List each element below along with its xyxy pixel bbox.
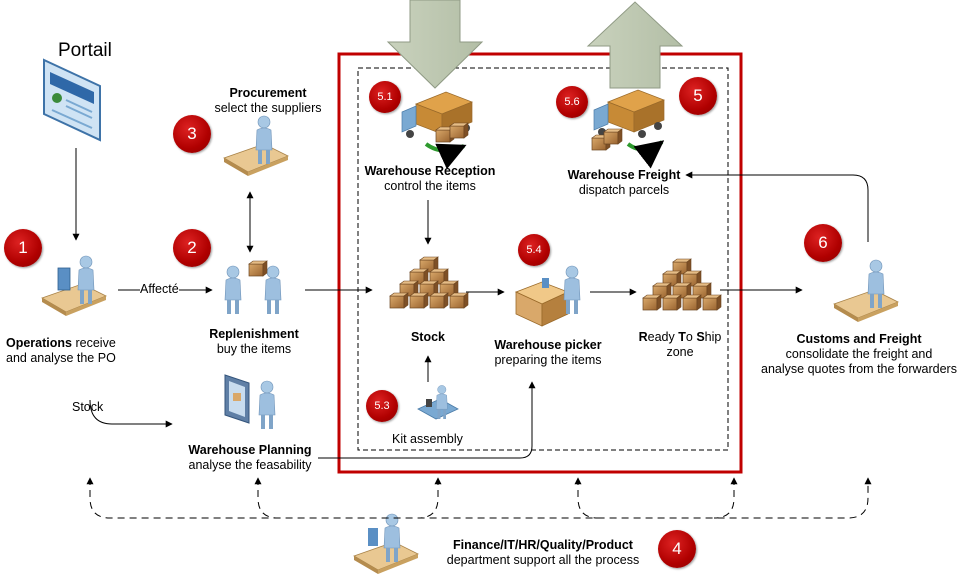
warehouse-picker-icon [514, 265, 581, 327]
customs-desc-2: analyse quotes from the forwarders [761, 362, 957, 376]
step-badge-4: 4 [658, 530, 696, 568]
inbound-arrow [386, 0, 484, 89]
ready-eady: eady [647, 330, 679, 344]
support-feedback-loop [86, 477, 872, 519]
edge-operations-planning [89, 399, 173, 428]
edge-planning-picker [318, 381, 536, 459]
procurement-label: Procurement select the suppliers [198, 86, 338, 116]
replenishment-people-icon [224, 260, 282, 315]
ready-to-ship-boxes-icon [643, 259, 721, 310]
portal-screen-icon [43, 58, 101, 142]
ready-t: T [678, 330, 686, 344]
support-desc: department support all the process [446, 553, 640, 567]
step-badge-5-3: 5.3 [366, 390, 398, 422]
warehouse-planning-label: Warehouse Planning analyse the feasabili… [170, 443, 330, 473]
stock-edge-label: Stock [72, 400, 104, 414]
kit-assembly-icon [417, 385, 459, 420]
warehouse-planning-title: Warehouse Planning [188, 443, 312, 457]
step-badge-5-4: 5.4 [518, 234, 550, 266]
warehouse-reception-label: Warehouse Reception control the items [352, 164, 508, 194]
step-badge-2: 2 [173, 229, 211, 267]
warehouse-freight-desc: dispatch parcels [578, 183, 670, 197]
step-badge-6: 6 [804, 224, 842, 262]
operations-workstation-icon [41, 255, 107, 317]
step-badge-5-1: 5.1 [369, 81, 401, 113]
stock-boxes-icon [390, 257, 468, 308]
replenishment-title: Replenishment [209, 327, 299, 341]
customs-desc-1: consolidate the freight and [785, 347, 933, 361]
outbound-arrow [586, 1, 684, 89]
procurement-workstation-icon [223, 115, 289, 177]
warehouse-boundary [337, 52, 743, 474]
warehouse-picker-desc: preparing the items [494, 353, 602, 367]
ready-r: R [638, 330, 648, 344]
ready-hip: hip [704, 330, 722, 344]
warehouse-picker-label: Warehouse picker preparing the items [478, 338, 618, 368]
freight-truck-icon [591, 89, 665, 169]
ready-to-ship-desc: zone [666, 345, 694, 359]
stock-label: Stock [398, 330, 458, 345]
procurement-desc: select the suppliers [214, 101, 322, 115]
reception-truck-icon [401, 91, 473, 170]
kit-assembly-label: Kit assembly [392, 432, 463, 446]
operations-title: Operations [6, 336, 72, 350]
warehouse-planning-desc: analyse the feasability [188, 458, 312, 472]
step-badge-5: 5 [679, 77, 717, 115]
warehouse-planning-icon [224, 374, 276, 430]
step-badge-3: 3 [173, 115, 211, 153]
step-badge-1: 1 [4, 229, 42, 267]
warehouse-freight-label: Warehouse Freight dispatch parcels [554, 168, 694, 198]
operations-desc-1: receive [72, 336, 116, 350]
replenishment-desc: buy the items [216, 342, 292, 356]
warehouse-inner-boundary [357, 67, 729, 451]
ready-s: S [696, 330, 705, 344]
support-title: Finance/IT/HR/Quality/Product [453, 538, 633, 552]
affecte-edge-label: Affecté [140, 282, 179, 296]
ready-to-ship-title: Ready To Ship [639, 330, 722, 344]
portal-label: Portail [58, 40, 112, 61]
operations-label: Operations receive and analyse the PO [6, 336, 146, 366]
warehouse-reception-desc: control the items [384, 179, 476, 193]
warehouse-freight-title: Warehouse Freight [567, 168, 681, 182]
ready-to-ship-label: Ready To Ship zone [620, 330, 740, 360]
customs-label: Customs and Freight consolidate the frei… [752, 332, 966, 377]
replenishment-label: Replenishment buy the items [184, 327, 324, 357]
stock-title: Stock [410, 330, 446, 344]
warehouse-reception-title: Warehouse Reception [364, 164, 496, 178]
customs-workstation-icon [833, 259, 899, 323]
support-workstation-icon [353, 513, 419, 575]
support-label: Finance/IT/HR/Quality/Product department… [436, 538, 650, 568]
warehouse-picker-title: Warehouse picker [494, 338, 602, 352]
edge-customs-freight [685, 171, 869, 242]
procurement-title: Procurement [229, 86, 307, 100]
operations-desc-2: and analyse the PO [6, 351, 116, 365]
step-badge-5-6: 5.6 [556, 86, 588, 118]
customs-title: Customs and Freight [796, 332, 922, 346]
ready-o: o [685, 330, 697, 344]
